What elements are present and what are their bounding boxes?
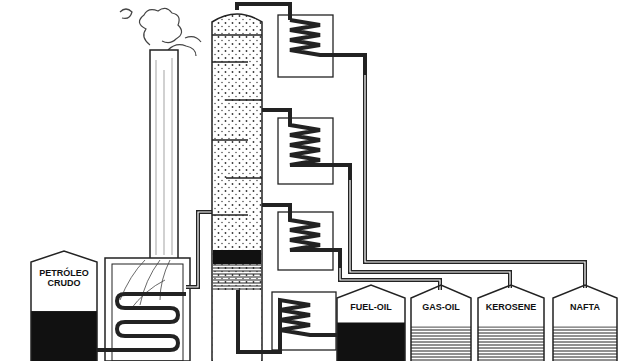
tank-label: KEROSENE: [479, 302, 543, 312]
chimney: [150, 50, 178, 262]
storage-tank: PETRÓLEO CRUDO: [30, 250, 98, 361]
tank-outline: [552, 284, 618, 361]
storage-tank: GAS-OIL: [410, 284, 472, 361]
tank-label: GAS-OIL: [412, 302, 470, 312]
tank-outline: [30, 250, 98, 361]
tank-label: FUEL-OIL: [338, 302, 404, 312]
storage-tank: FUEL-OIL: [336, 284, 406, 361]
tank-outline: [336, 284, 406, 361]
tank-label: PETRÓLEO CRUDO: [32, 268, 96, 288]
storage-tank: KEROSENE: [477, 284, 545, 361]
residue: [213, 250, 261, 290]
tank-label: NAFTA: [554, 302, 616, 312]
tank-outline: [477, 284, 545, 361]
storage-tank: NAFTA: [552, 284, 618, 361]
smoke: [120, 8, 201, 56]
trays: [212, 35, 262, 215]
pipe: [186, 212, 212, 287]
tank-outline: [410, 284, 472, 361]
heating-coil: [96, 294, 186, 350]
